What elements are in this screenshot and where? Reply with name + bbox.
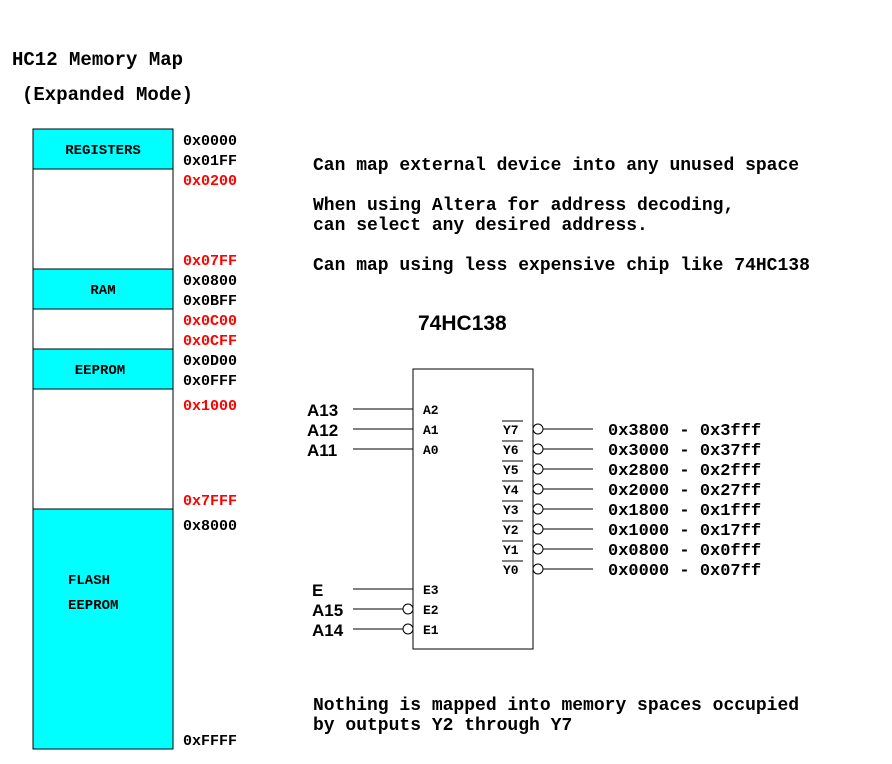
address-label: 0x0200 [183,173,237,190]
memory-block-ram [32,268,174,310]
pin-label-a1: A1 [423,423,439,438]
memory-block-registers [32,128,174,170]
output-range-y2: 0x1000 - 0x17ff [608,522,761,541]
input-signal-a13: A13 [307,401,338,420]
address-label: 0x0FFF [183,373,237,390]
memory-block-flash [32,508,174,750]
note-altera-line2: can select any desired address. [313,216,648,236]
output-bubble-y4 [532,483,544,495]
pin-label-e2: E2 [423,603,439,618]
pin-label-y6: Y6 [503,443,519,458]
note-footer-line2: by outputs Y2 through Y7 [313,716,572,736]
inversion-bubble-e2 [402,603,414,615]
output-range-y0: 0x0000 - 0x07ff [608,562,761,581]
note-altera-line1: When using Altera for address decoding, [313,196,734,216]
memory-block-flash-label-line2: EEPROM [68,598,118,614]
pin-label-e3: E3 [423,583,439,598]
address-label: 0x8000 [183,518,237,535]
output-range-y5: 0x2800 - 0x2fff [608,462,761,481]
output-bubble-y0 [532,563,544,575]
input-signal-a15: A15 [312,601,343,620]
pin-label-y2: Y2 [503,523,519,538]
note-unused-space: Can map external device into any unused … [313,156,799,176]
memory-block-flash-label-line1: FLASH [68,573,110,589]
memory-block-ram-label: RAM [90,283,115,299]
memory-block-unused-2 [32,308,174,350]
output-range-y3: 0x1800 - 0x1fff [608,502,761,521]
output-range-y1: 0x0800 - 0x0fff [608,542,761,561]
input-signal-a11: A11 [307,441,337,460]
address-label: 0x01FF [183,153,237,170]
input-signal-e: E [312,581,323,600]
output-range-y7: 0x3800 - 0x3fff [608,422,761,441]
output-bubble-y6 [532,443,544,455]
input-signal-a14: A14 [312,621,344,640]
memory-block-eeprom [32,348,174,390]
address-label: 0x07FF [183,253,237,270]
note-74hc138: Can map using less expensive chip like 7… [313,256,810,276]
memory-block-unused-3 [32,388,174,510]
address-label: 0x0800 [183,273,237,290]
note-footer-line1: Nothing is mapped into memory spaces occ… [313,696,799,716]
pin-label-y3: Y3 [503,503,519,518]
memory-block-eeprom-label: EEPROM [75,363,125,379]
output-bubble-y5 [532,463,544,475]
page-subtitle: (Expanded Mode) [22,84,193,106]
pin-label-y4: Y4 [503,483,519,498]
decoder-title: 74HC138 [418,312,507,335]
pin-label-a2: A2 [423,403,439,418]
output-range-y6: 0x3000 - 0x37ff [608,442,761,461]
address-label: 0x0BFF [183,293,237,310]
input-signal-a12: A12 [307,421,338,440]
address-label: 0x0000 [183,133,237,150]
memory-block-registers-label: REGISTERS [65,143,141,159]
pin-label-e1: E1 [423,623,439,638]
address-label: 0x7FFF [183,493,237,510]
decoder-74hc138: 74HC138 A13 A12 A11 E A15 A14 A2 A1 A0 [307,312,761,650]
page-title: HC12 Memory Map [12,49,183,71]
address-label: 0x0CFF [183,333,237,350]
address-label: 0x1000 [183,398,237,415]
address-label: 0x0C00 [183,313,237,330]
pin-label-a0: A0 [423,443,439,458]
output-bubble-y2 [532,523,544,535]
address-label: 0x0D00 [183,353,237,370]
pin-label-y5: Y5 [503,463,519,478]
memory-block-unused-1 [32,168,174,270]
output-bubble-y3 [532,503,544,515]
inversion-bubble-e1 [402,623,414,635]
output-bubble-y1 [532,543,544,555]
address-label: 0xFFFF [183,733,237,750]
memory-addresses: 0x0000 0x01FF 0x0200 0x07FF 0x0800 0x0BF… [183,133,237,750]
pin-label-y0: Y0 [503,563,519,578]
pin-label-y7: Y7 [503,423,519,438]
notes: Can map external device into any unused … [313,156,810,736]
decoder-chip-body [412,368,534,650]
pin-label-y1: Y1 [503,543,519,558]
output-bubble-y7 [532,423,544,435]
memory-map: REGISTERS RAM EEPROM FLASH EEPROM [32,128,174,750]
output-range-y4: 0x2000 - 0x27ff [608,482,761,501]
